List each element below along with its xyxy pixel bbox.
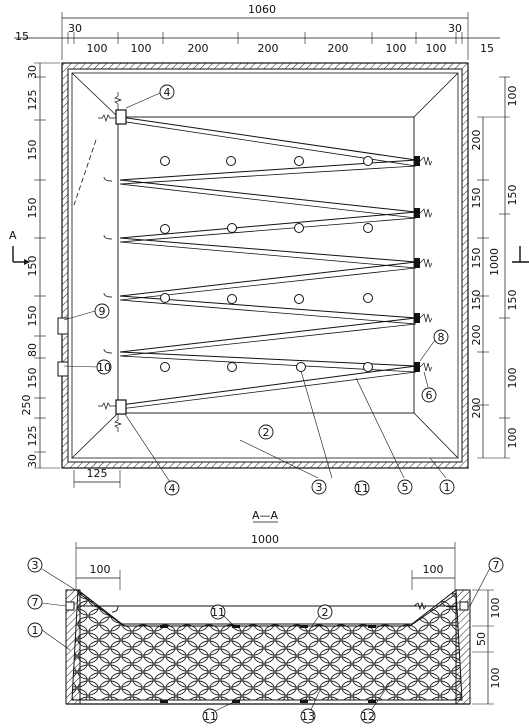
plan-callout-3: 3: [311, 479, 327, 495]
left-seg-10: 30: [26, 454, 39, 468]
svg-text:8: 8: [438, 331, 445, 344]
section-title: A—A: [252, 509, 279, 522]
valve-bottom: [115, 399, 127, 415]
left-seg-8: 250: [20, 395, 33, 416]
left-seg-3: 150: [26, 198, 39, 219]
svg-text:2: 2: [322, 606, 329, 619]
svg-text:9: 9: [99, 305, 106, 318]
plan-top-total: 1060: [248, 3, 276, 16]
section-callout-7b: 7: [488, 557, 504, 573]
plan-callout-5: 5: [397, 479, 413, 495]
right-inner-5: 200: [470, 398, 483, 419]
svg-text:4: 4: [164, 86, 171, 99]
section-marker-label: A: [9, 229, 17, 242]
plan-callout-10: 10: [96, 359, 112, 375]
plan-inner-basin: [67, 68, 463, 463]
plan-view: 1060 15 30 100 100 200 200 200 100 100 3…: [9, 3, 529, 496]
right-inner-3: 150: [470, 290, 483, 311]
section-callout-13: 13: [300, 708, 316, 724]
left-seg-0: 30: [26, 65, 39, 79]
svg-text:5: 5: [402, 481, 409, 494]
plan-callout-6: 6: [421, 387, 437, 403]
top-seg-7: 100: [386, 42, 407, 55]
svg-text:3: 3: [316, 481, 323, 494]
section-callout-2: 2: [317, 604, 333, 620]
svg-text:4: 4: [169, 482, 176, 495]
plan-callout-9: 9: [94, 303, 110, 319]
plan-callout-4b: 4: [164, 480, 180, 496]
svg-text:11: 11: [203, 710, 217, 723]
svg-text:1: 1: [444, 481, 451, 494]
svg-text:12: 12: [361, 710, 375, 723]
section-right-dim-0: 100: [489, 598, 502, 619]
right-inner-0: 200: [470, 130, 483, 151]
section-span: 1000: [251, 533, 279, 546]
left-seg-6: 80: [26, 343, 39, 357]
right-outer-0: 100: [506, 86, 519, 107]
left-seg-4: 150: [26, 256, 39, 277]
right-inner-4: 200: [470, 325, 483, 346]
plan-callout-2: 2: [258, 424, 274, 440]
section-callout-12: 12: [360, 708, 376, 724]
left-seg-9: 125: [26, 426, 39, 447]
section-marker-left: A: [9, 229, 30, 265]
top-seg-9: 30: [448, 22, 462, 35]
left-seg-2: 150: [26, 140, 39, 161]
plan-callout-8: 8: [433, 329, 449, 345]
left-seg-7: 150: [26, 368, 39, 389]
drain-hole-grid: [160, 156, 373, 372]
top-seg-8: 100: [426, 42, 447, 55]
right-outer-5: 100: [506, 428, 519, 449]
valve-top: [115, 109, 127, 125]
svg-text:13: 13: [301, 710, 315, 723]
nozzle-group: [414, 156, 420, 372]
svg-text:6: 6: [426, 389, 433, 402]
section-callout-11b: 11: [202, 708, 218, 724]
section-callout-3: 3: [27, 557, 43, 573]
section-callout-7a: 7: [27, 594, 43, 610]
plan-callout-1: 1: [439, 479, 455, 495]
top-seg-2: 100: [87, 42, 108, 55]
svg-text:2: 2: [263, 426, 270, 439]
right-inner-2: 150: [470, 248, 483, 269]
left-seg-1: 125: [26, 90, 39, 111]
svg-text:1: 1: [32, 624, 39, 637]
section-callout-1: 1: [27, 622, 43, 638]
top-seg-10: 15: [480, 42, 494, 55]
right-outer-1: 150: [506, 185, 519, 206]
section-view: A—A 1000 100 100: [27, 509, 504, 724]
top-seg-5: 200: [258, 42, 279, 55]
plan-callout-4a: 4: [159, 84, 175, 100]
section-right-dim: 100: [423, 563, 444, 576]
outlet-box: [57, 361, 69, 377]
right-inner-1: 150: [470, 188, 483, 209]
top-seg-0: 15: [15, 30, 29, 43]
section-right-dim-2: 100: [489, 668, 502, 689]
svg-text:10: 10: [97, 361, 111, 374]
section-left-dim: 100: [90, 563, 111, 576]
top-seg-1: 30: [68, 22, 82, 35]
svg-text:7: 7: [32, 596, 39, 609]
right-outer-2: 1000: [488, 248, 501, 276]
drain-blocks: [160, 625, 376, 703]
plan-bottom-dim: 125: [87, 467, 108, 480]
left-seg-5: 150: [26, 306, 39, 327]
plan-callout-11: 11: [354, 480, 370, 496]
svg-text:11: 11: [211, 606, 225, 619]
svg-text:3: 3: [32, 559, 39, 572]
svg-text:11: 11: [355, 482, 369, 495]
section-callout-11a: 11: [210, 604, 226, 620]
top-seg-4: 200: [188, 42, 209, 55]
right-outer-3: 150: [506, 290, 519, 311]
svg-text:7: 7: [493, 559, 500, 572]
top-seg-6: 200: [328, 42, 349, 55]
section-right-dim-1: 50: [475, 632, 488, 646]
right-outer-4: 100: [506, 368, 519, 389]
inlet-box: [57, 317, 69, 335]
top-seg-3: 100: [131, 42, 152, 55]
